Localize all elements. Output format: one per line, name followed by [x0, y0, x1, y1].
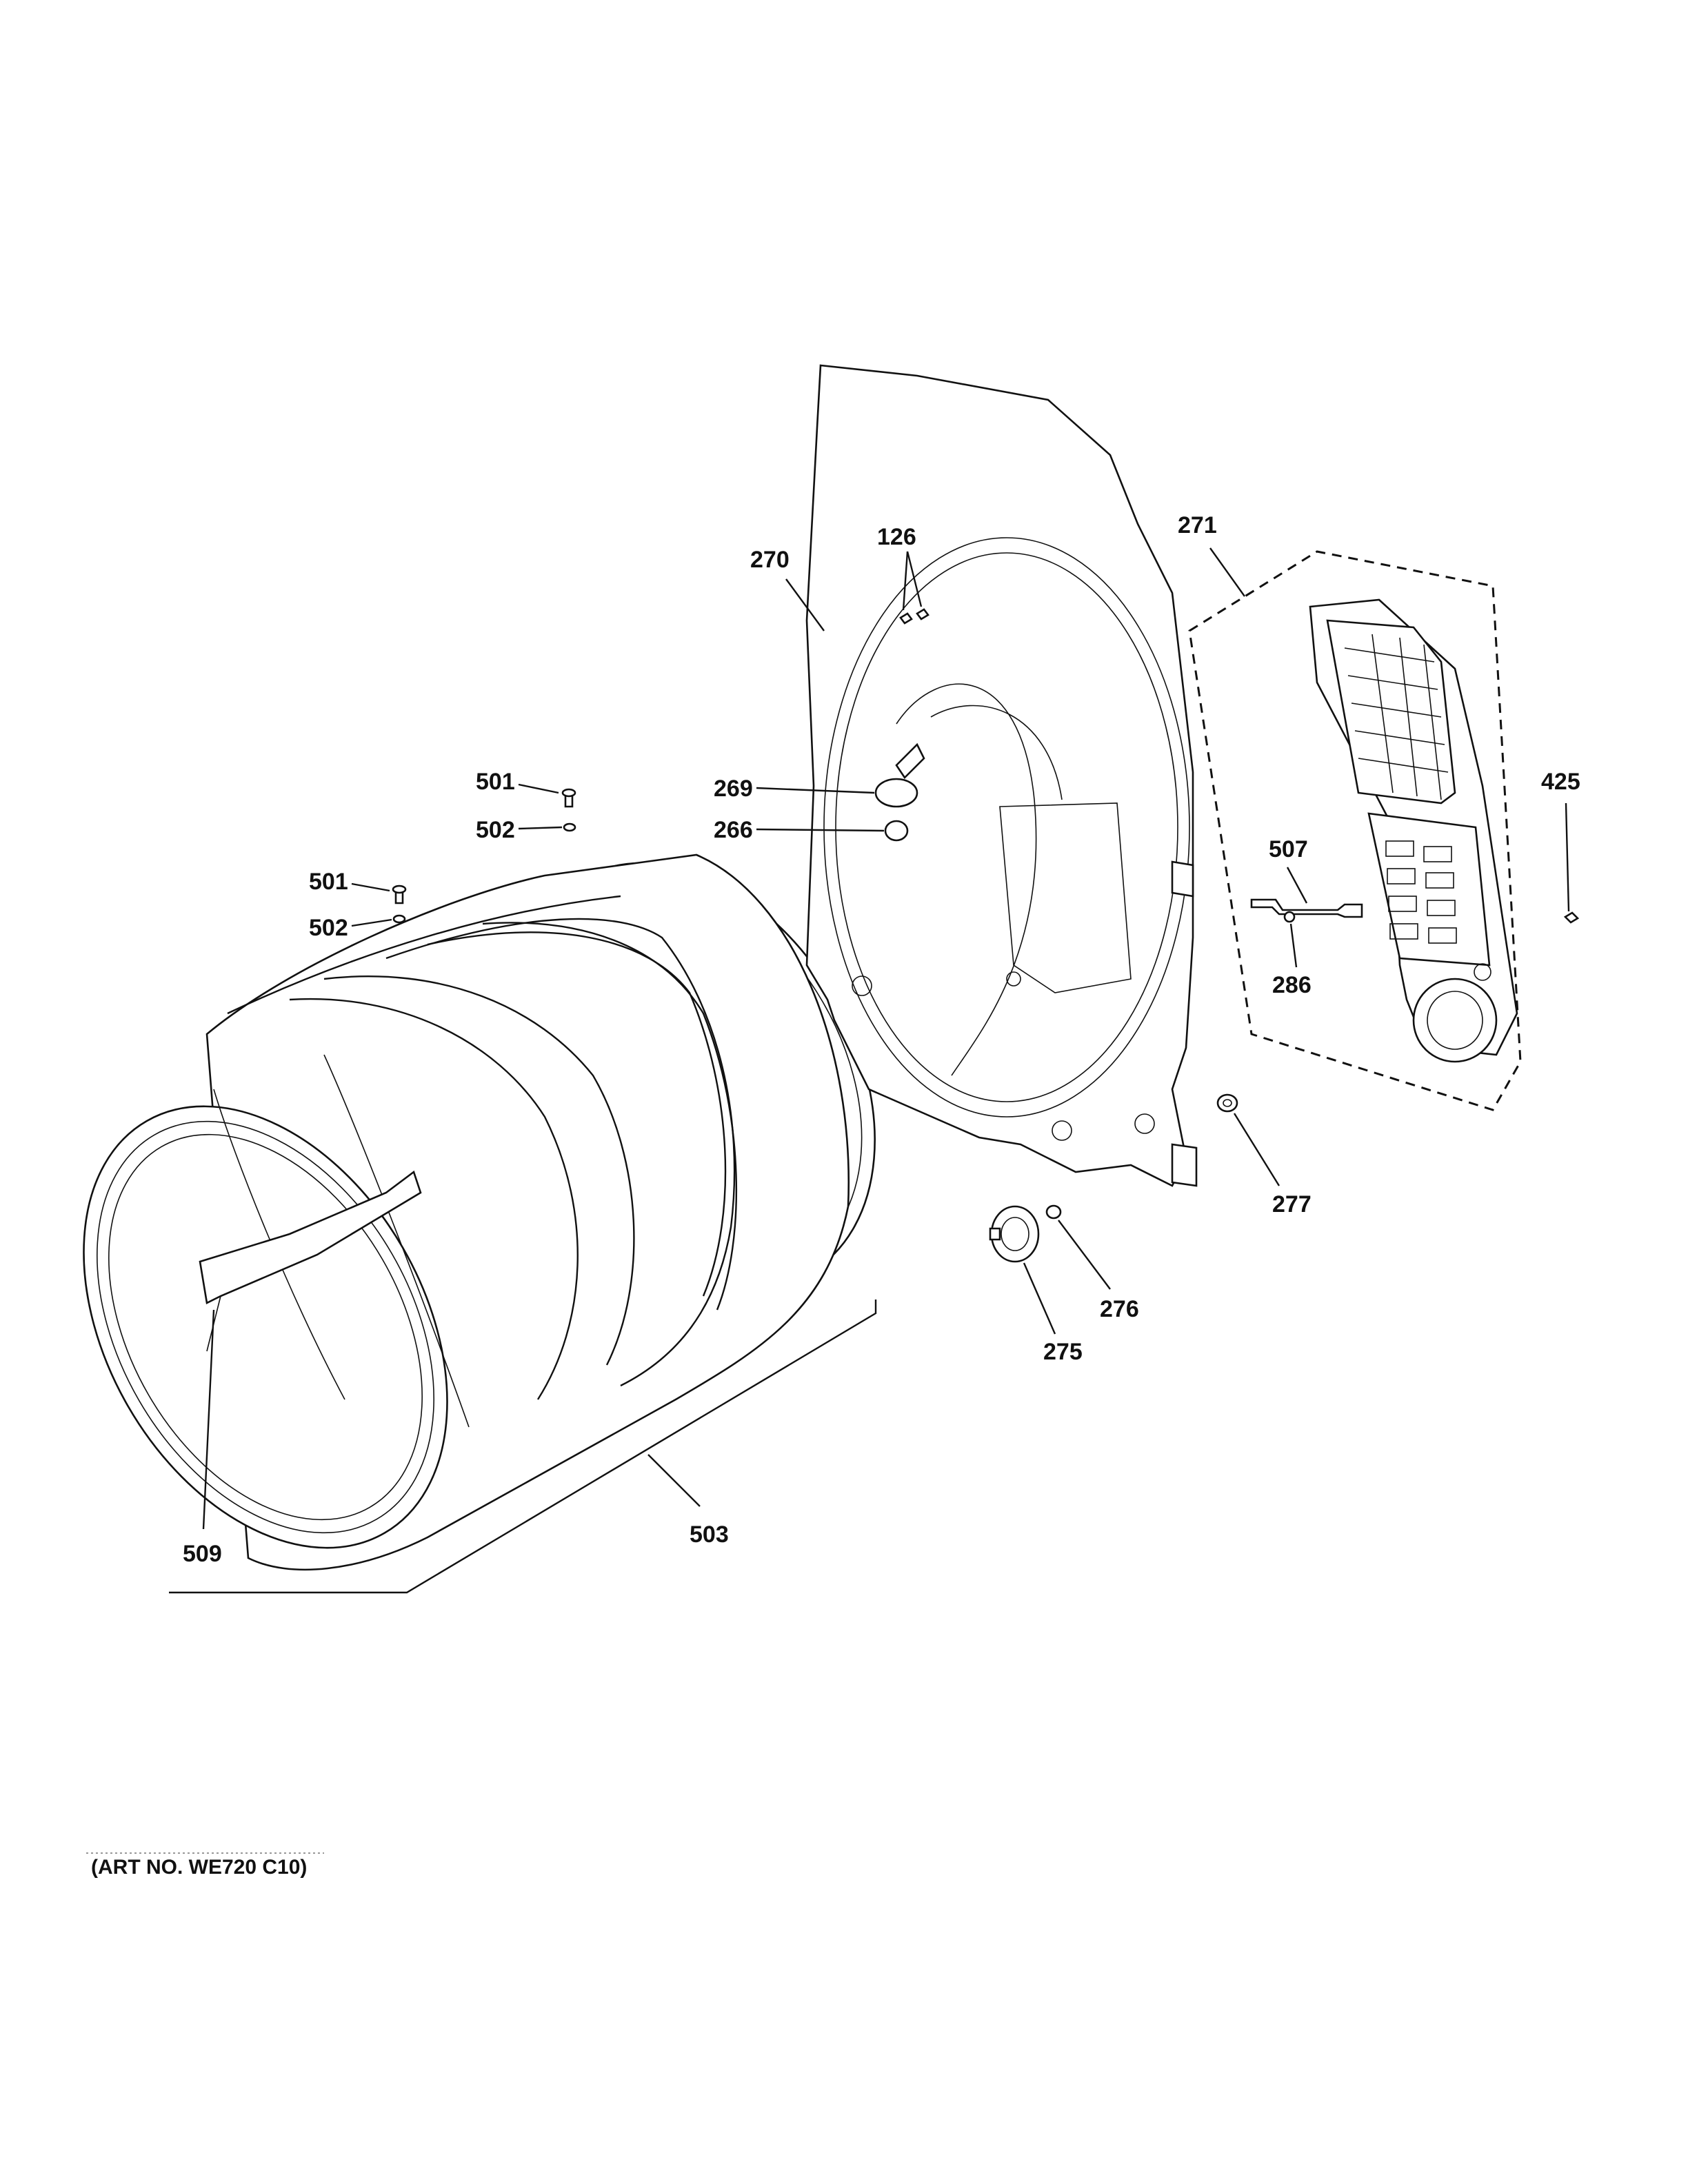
callout-502-upper: 502 — [476, 817, 515, 843]
callout-507: 507 — [1269, 836, 1308, 862]
callout-271: 271 — [1178, 512, 1217, 538]
callout-509: 509 — [183, 1541, 222, 1567]
duct-assembly-group — [1188, 550, 1522, 1111]
callout-503: 503 — [690, 1521, 729, 1548]
callout-502-lower: 502 — [309, 915, 348, 941]
drum-assembly — [83, 853, 877, 1594]
callout-425: 425 — [1541, 769, 1580, 795]
rear-bulkhead — [805, 364, 1198, 1187]
callout-269: 269 — [714, 776, 753, 802]
callout-501-lower: 501 — [309, 869, 348, 895]
callout-286: 286 — [1272, 972, 1312, 998]
callout-276: 276 — [1100, 1296, 1139, 1322]
callout-126: 126 — [877, 524, 916, 550]
callout-501-upper: 501 — [476, 769, 515, 795]
callout-277: 277 — [1272, 1191, 1312, 1217]
callout-labels: 126 270 271 269 266 425 507 286 501 502 … — [183, 512, 1580, 1567]
filter-grille-mesh — [1344, 634, 1449, 800]
leader-lines — [202, 547, 1570, 1530]
art-number: (ART NO. WE720 C10) — [91, 1856, 307, 1879]
callout-270: 270 — [750, 547, 790, 573]
callout-275: 275 — [1043, 1339, 1083, 1365]
callout-266: 266 — [714, 817, 753, 843]
small-parts — [392, 788, 1580, 1263]
